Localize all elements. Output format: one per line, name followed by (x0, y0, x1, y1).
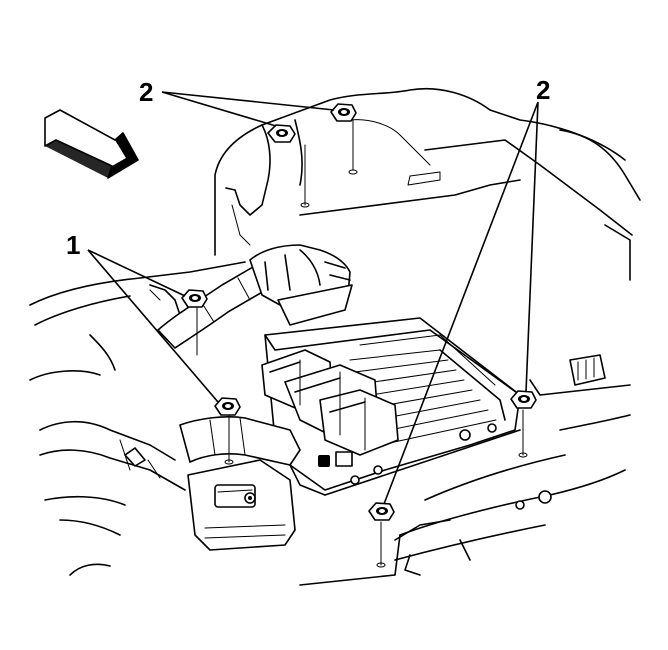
left-side-lines (29, 370, 186, 576)
leader-lines (87, 91, 539, 505)
nut-item2-top-left (267, 124, 296, 143)
lower-frame (299, 354, 631, 586)
lower-hose (179, 416, 301, 466)
nut-item2-top-center (330, 103, 357, 122)
harness-connectors (261, 349, 399, 467)
upper-shroud (214, 87, 641, 281)
mounting-bracket (187, 459, 296, 551)
left-cover-panel (29, 261, 246, 371)
direction-arrow-icon (44, 109, 139, 179)
nut-item2-right (510, 390, 537, 409)
nut-item1-upper (181, 289, 208, 308)
upper-connector-assembly (249, 244, 353, 326)
callout-label-1: 1 (66, 230, 80, 260)
nut-item1-lower (214, 397, 241, 416)
callout-label-2-right: 2 (536, 75, 550, 105)
nut-item2-bottom (368, 502, 395, 521)
mounting-studs (196, 119, 528, 568)
callout-label-2-top: 2 (139, 77, 153, 107)
